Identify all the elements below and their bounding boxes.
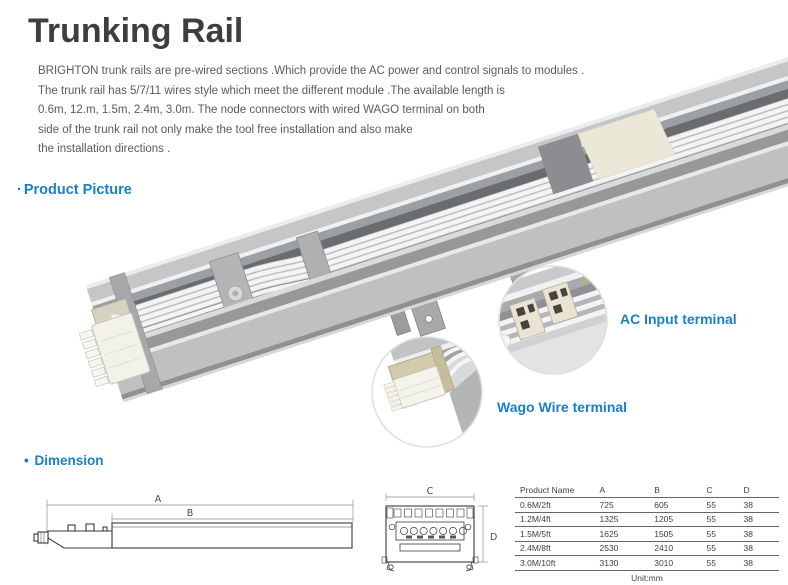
header-d: D	[743, 485, 750, 495]
product-picture-heading: ·Product Picture	[17, 182, 132, 198]
product-description: BRIGHTON trunk rails are pre-wired secti…	[38, 62, 598, 160]
cell-c: 55	[706, 514, 716, 525]
cell-b: 605	[654, 499, 669, 510]
dim-label-b: B	[187, 508, 194, 519]
cell-a: 725	[599, 499, 614, 510]
dimension-heading-label: Dimension	[34, 453, 104, 468]
cell-b: 1205	[654, 514, 674, 525]
cell-a: 1325	[599, 514, 619, 525]
description-line: side of the trunk rail not only make the…	[38, 123, 413, 136]
cell-product-name: 2.4M/8ft	[520, 543, 551, 554]
cell-c: 55	[706, 557, 716, 568]
bullet-icon: ·	[17, 182, 22, 198]
table-row: 1.5M/5ft 1625 1505 55 38	[515, 527, 779, 541]
header-b: B	[654, 485, 660, 495]
product-image	[78, 38, 788, 448]
header-product-name: Product Name	[520, 485, 575, 495]
table-row: 0.6M/2ft 725 605 55 38	[515, 498, 779, 512]
cell-product-name: 0.6M/2ft	[520, 499, 551, 510]
wago-wire-callout-circle	[371, 336, 483, 448]
side-view-drawing: A B	[33, 494, 354, 549]
description-line: the installation directions .	[38, 143, 171, 155]
cell-product-name: 3.0M/10ft	[520, 557, 556, 568]
description-line: The trunk rail has 5/7/11 wires style wh…	[38, 84, 505, 97]
cell-a: 3130	[599, 557, 619, 568]
product-picture-heading-label: Product Picture	[23, 182, 132, 198]
cell-d: 38	[743, 499, 753, 510]
description-line: BRIGHTON trunk rails are pre-wired secti…	[38, 65, 585, 77]
header-c: C	[706, 485, 713, 495]
dim-label-d: D	[490, 532, 497, 543]
cell-product-name: 1.2M/4ft	[520, 514, 551, 525]
bullet-icon: •	[24, 453, 29, 468]
description-line: 0.6m, 12.m, 1.5m, 2.4m, 3.0m. The node c…	[38, 104, 485, 116]
dim-label-a: A	[155, 494, 162, 505]
cell-c: 55	[706, 499, 716, 510]
page-title: Trunking Rail	[28, 12, 244, 50]
end-connector	[78, 298, 151, 388]
table-row: 2.4M/8ft 2530 2410 55 38	[515, 541, 779, 556]
unit-note: Unit:mm	[631, 573, 663, 583]
table-row: 3.0M/10ft 3130 3010 55 38	[515, 556, 779, 570]
cell-a: 1625	[599, 528, 619, 539]
trunking-rail-render	[78, 38, 788, 403]
cell-d: 38	[743, 557, 753, 568]
cell-product-name: 1.5M/5ft	[520, 528, 551, 539]
wago-wire-terminal-label: Wago Wire terminal	[497, 399, 628, 415]
spec-table: Product Name A B C D 0.6M/2ft 725 605 55…	[515, 483, 779, 571]
dim-label-c: C	[427, 486, 434, 497]
cell-d: 38	[743, 528, 753, 539]
end-view-drawing: C D	[381, 486, 497, 572]
table-row: 1.2M/4ft 1325 1205 55 38	[515, 512, 779, 527]
cell-a: 2530	[599, 543, 619, 554]
cell-d: 38	[743, 514, 753, 525]
cell-b: 3010	[654, 557, 674, 568]
ac-input-terminal-label: AC Input terminal	[620, 311, 737, 327]
cell-b: 2410	[654, 543, 674, 554]
cell-d: 38	[743, 543, 753, 554]
cell-b: 1505	[654, 528, 674, 539]
header-a: A	[599, 485, 606, 495]
dimension-heading: • Dimension	[24, 453, 104, 468]
cell-c: 55	[706, 528, 716, 539]
cell-c: 55	[706, 543, 716, 554]
dimension-drawing: A B C	[33, 486, 497, 572]
spec-table-header-row: Product Name A B C D	[515, 483, 779, 498]
